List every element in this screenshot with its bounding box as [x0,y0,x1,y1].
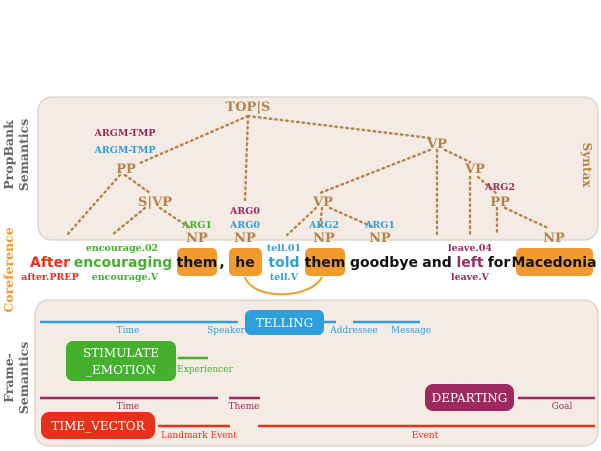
coreference-label: Coreference [1,227,16,312]
fe-label-landmark: Landmark Event [161,431,237,441]
node-vp-top: VP [426,137,447,152]
fe-label-speaker: Speaker [207,326,245,336]
tell-lemma: tell.V [270,272,299,283]
token-comma: , [219,255,224,271]
fe-label-time-departing: Time [117,402,140,412]
edge-vp-np-them [318,206,324,230]
frame-box-departing [425,384,514,411]
frame-semantics-label: Semantics [16,342,31,415]
coref-boxes [177,248,593,276]
node-np-them1: NP [186,231,208,246]
coref-arc [244,276,323,296]
frame-name-departing: DEPARTING [432,391,508,405]
frame-label: Frame- [1,353,16,403]
arg2-pp-label: ARG2 [484,182,515,193]
token-goodbye: goodbye [350,255,418,271]
arg1-them-label: ARG1 [181,220,212,231]
token-left: left [456,255,483,271]
leave-lemma: leave.V [451,272,490,283]
token-them1: them [177,255,218,271]
node-top-s: TOP|S [226,100,271,115]
frame-name-emotion: _EMOTION [86,363,156,377]
frame-name-stimulate: STIMULATE [83,346,159,360]
frame-name-telling: TELLING [256,316,314,330]
argm-tmp-label-2: ARGM-TMP [94,145,156,156]
argm-tmp-label-1: ARGM-TMP [94,128,156,139]
edge-vp2-pp [476,175,498,195]
token-encouraging: encouraging [74,255,173,271]
fe-label-theme: Theme [229,402,260,412]
node-pp: PP [116,162,136,177]
node-np-he: NP [234,231,256,246]
token-he: he [235,255,254,271]
edge-pp-after [65,173,122,237]
node-pp-right: PP [490,195,510,210]
node-np-them2: NP [313,231,335,246]
coref-box-he [229,248,262,276]
arg0-label-a: ARG0 [229,206,260,217]
node-s-vp: S|VP [138,195,172,210]
fe-label-event: Event [412,431,439,441]
encourage-lemma: encourage.V [92,272,159,283]
fe-label-addressee: Addressee [329,326,378,336]
coref-box-them1 [177,248,217,276]
coref-box-them2 [305,248,345,276]
node-vp-mid: VP [464,162,485,177]
leave-roleset: leave.04 [448,243,492,254]
node-np-goodbye: NP [369,231,391,246]
arg2-them-label: ARG2 [308,220,339,231]
node-np-macedonia: NP [543,231,565,246]
fe-label-message: Message [391,326,431,336]
node-vp-left: VP [312,195,333,210]
syntax-panel [37,96,599,241]
encourage-roleset: encourage.02 [86,243,158,254]
edge-top-pp [138,114,250,165]
token-macedonia: Macedonia [511,255,596,271]
token-told: told [268,255,299,271]
frame-box-telling [245,310,324,335]
coref-box-macedonia [516,248,593,276]
syntax-edges [65,114,550,237]
fe-label-time-telling: Time [117,326,140,336]
syntax-label: Syntax [580,143,594,189]
propbank-semantics-label: Semantics [16,119,31,192]
propbank-label: PropBank [1,120,16,190]
tell-roleset: tell.01 [267,243,301,254]
after-tag: after.PREP [21,272,79,283]
fe-label-experiencer: Experiencer [177,365,233,375]
edge-pp-svp [123,173,152,195]
frame-name-time-vector: TIME_VECTOR [51,419,145,433]
edge-vp-vp2 [443,148,472,164]
token-them2: them [305,255,346,271]
edge-vp-np-goodbye [328,206,377,230]
edge-svp-np [158,206,192,230]
arg1-goodbye-label: ARG1 [364,220,395,231]
edge-pp-np [503,206,550,230]
edge-svp-encouraging [110,206,147,237]
token-for: for [488,255,511,271]
fe-label-goal: Goal [552,402,573,412]
frame-element-lines [40,320,595,428]
edge-vp-vp [318,148,432,195]
arg0-label-b: ARG0 [229,220,260,231]
frame-box-time-vector [41,412,155,439]
frame-box-stimulate-emotion [66,341,176,381]
token-after: After [30,255,70,271]
token-and: and [422,255,451,271]
edge-vp-told [285,206,318,237]
